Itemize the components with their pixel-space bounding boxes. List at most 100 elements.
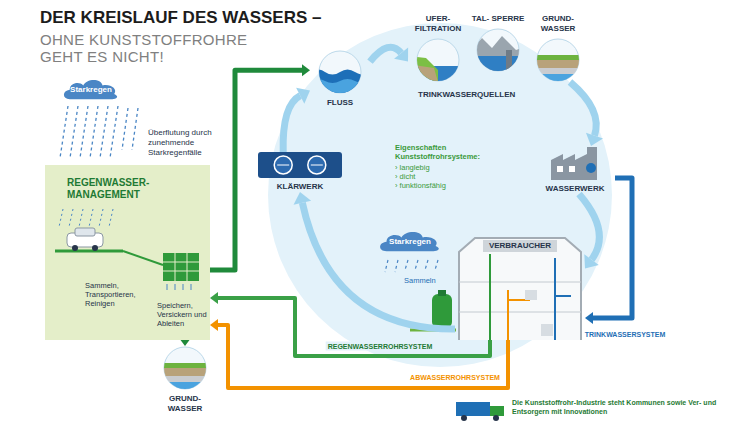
label: Überflutung durch zunehmende Starkregenf… [148, 128, 240, 158]
management-panel: REGENWASSER- MANAGEMENT Sammeln, Transpor… [45, 165, 210, 340]
drawing-part [459, 282, 581, 283]
drawing-part [551, 147, 597, 180]
connector-line [370, 47, 401, 61]
arrow-head [302, 64, 310, 76]
drawing-part [528, 55, 588, 60]
drawing-part [92, 245, 98, 251]
station-icon: GRUND- WASSER [158, 346, 212, 414]
drawing-part [191, 284, 192, 290]
shape [310, 50, 370, 94]
drawing-part [69, 209, 73, 227]
drawing-part [158, 363, 212, 390]
drawing-part [468, 56, 528, 72]
label: OHNE KUNSTSTOFFROHRE GEHT ES NICHT! [40, 31, 255, 65]
panel-text: Sammeln, Transportieren, Reinigen [85, 281, 149, 308]
drawing-part [64, 80, 117, 99]
drawing-part [59, 209, 113, 227]
shape [258, 152, 342, 178]
shape [468, 28, 528, 72]
drawing-part [79, 209, 83, 227]
station-label: FLUSS [310, 98, 370, 108]
pipe-connector [585, 178, 632, 324]
arrow-head [585, 312, 593, 324]
drawing-part [274, 156, 292, 174]
rain [60, 106, 138, 158]
station-label: GRUND- WASSER [158, 394, 212, 414]
drawing-part [586, 163, 596, 173]
shape [408, 38, 468, 82]
drawing-part [310, 70, 370, 95]
label-box: Eigenschaften Kunststoffrohrsysteme: [395, 143, 505, 161]
drawing-part [110, 106, 118, 158]
cycle-arrow [579, 194, 599, 269]
drawing-part [158, 368, 212, 376]
rain-cloud: Starkregen [378, 228, 442, 252]
station-label: TAL- SPERRE [468, 14, 528, 24]
drawing-part [408, 56, 468, 82]
arrow-head [586, 133, 603, 146]
connector-line [210, 70, 302, 270]
drawing-part [459, 312, 581, 313]
drawing-part [310, 70, 370, 95]
label: › langlebig [395, 163, 495, 172]
label: TRINKWASSERQUELLEN [418, 90, 548, 100]
arrow-head [210, 292, 218, 304]
drawing-part [311, 165, 323, 166]
cycle-arrow [283, 88, 310, 152]
drawing-part [158, 363, 212, 390]
drawing-part [72, 245, 78, 251]
shape [158, 346, 212, 390]
connector-line [283, 96, 300, 152]
drawing-part [90, 106, 98, 158]
drawing-part [60, 106, 68, 158]
drawing-part [75, 228, 95, 236]
drawing-part [163, 253, 199, 281]
cycle-arrow [370, 47, 408, 61]
drawing-part [80, 106, 88, 158]
drawing-part [569, 166, 575, 172]
station-icon: GRUND- WASSER [528, 14, 588, 82]
drawing-part [408, 56, 468, 82]
drawing-part [551, 147, 597, 180]
drawing-part [183, 284, 184, 290]
drawing-part [554, 258, 556, 340]
label-box: Sammeln [404, 276, 444, 285]
drawing-part [258, 152, 342, 178]
drawing-part [89, 209, 93, 227]
drawing-part [528, 74, 588, 82]
station-icon: KLÄRWERK [258, 152, 342, 192]
station-label: GRUND- WASSER [528, 14, 588, 34]
house-label: VERBRAUCHER [483, 240, 557, 252]
drawing-part [132, 108, 138, 150]
rain [385, 260, 438, 272]
station-label: WASSERWERK [535, 184, 615, 194]
arrow-head [294, 192, 312, 205]
station-icon: FLUSS [310, 50, 370, 108]
edge-label: REGENWASSERROHRSYSTEM [326, 342, 435, 351]
drawing-part [55, 250, 123, 253]
drawing-part [59, 209, 63, 227]
drawing-part [187, 253, 188, 281]
drawing-part [489, 254, 491, 340]
label-box: Überflutung durch zunehmende Starkregenf… [148, 128, 240, 158]
label: › dicht [395, 172, 495, 181]
drawing-part [408, 64, 438, 82]
drawing-part [528, 60, 588, 68]
label-box: › langlebig [395, 163, 495, 172]
cycle-arrow [294, 192, 455, 329]
drawing-part [507, 290, 509, 340]
drawing-part [435, 260, 438, 270]
drawing-part [525, 290, 537, 300]
drawing-part [405, 260, 408, 270]
label: › funktionsfähig [395, 181, 495, 190]
drawing-part [456, 402, 490, 416]
drawing-part [167, 284, 191, 290]
drawing-part [99, 209, 103, 227]
drawing-part [555, 295, 571, 297]
label-box: › dicht [395, 172, 495, 181]
truck-icon [456, 402, 504, 421]
panel-heading: REGENWASSER- MANAGEMENT [67, 177, 177, 201]
drawing-part [468, 36, 528, 72]
rain-cloud: Starkregen [62, 76, 120, 100]
